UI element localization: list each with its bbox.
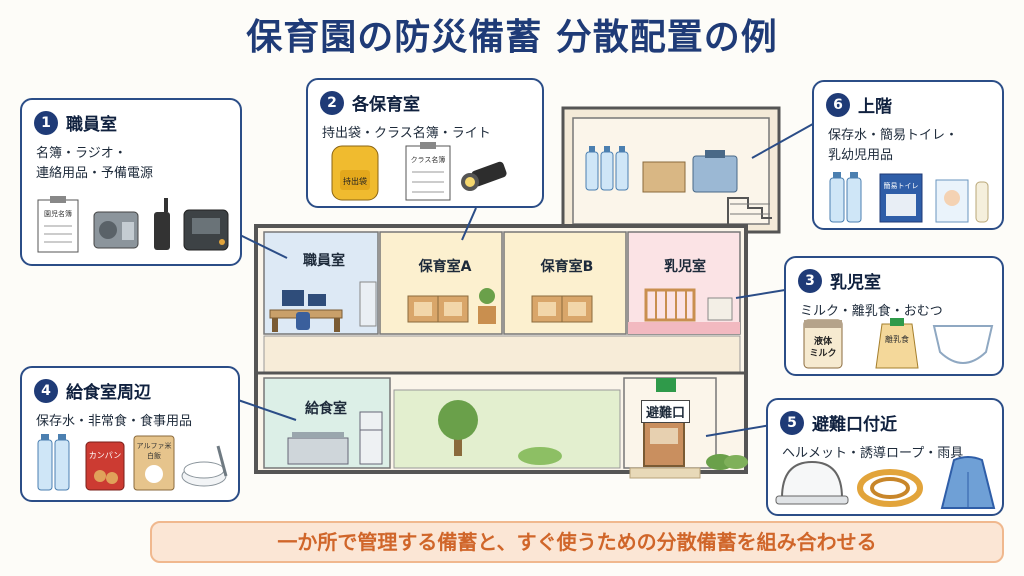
number-badge: 6 xyxy=(826,92,850,117)
tableware-icon xyxy=(181,445,228,487)
callout-items: ヘルメット・誘導ロープ・雨具 xyxy=(782,446,964,461)
room-label-infant: 乳児室 xyxy=(664,259,706,275)
exit-items-icons xyxy=(775,456,996,509)
staff-desk xyxy=(269,281,377,332)
radio-icon xyxy=(93,211,139,249)
callout-infant-room: 3 乳児室 ミルク・離乳食・おむつ 液体ミルク 離乳食 xyxy=(784,256,1004,376)
portable-toilet-icon xyxy=(879,173,923,223)
walkie-talkie-icon xyxy=(154,198,170,250)
milk-can-label: 液体ミルク xyxy=(809,335,836,359)
rice-pack-label: アルファ米白飯 xyxy=(137,441,172,460)
water-bottle-icon xyxy=(37,434,70,491)
baby-food-pouch-icon xyxy=(875,318,919,369)
kitchen-items-icons: カンパン アルファ米白飯 xyxy=(37,434,228,491)
hardtack-can-icon xyxy=(85,441,125,491)
callout-near-exit: 5 避難口付近 ヘルメット・誘導ロープ・雨具 xyxy=(766,398,1004,516)
diaper-icon xyxy=(932,325,994,364)
callout-title: 上階 xyxy=(858,97,892,117)
number-badge: 5 xyxy=(780,410,804,435)
callout-items: 名簿・ラジオ・ 連絡用品・予備電源 xyxy=(36,146,154,181)
exit-door xyxy=(629,378,748,479)
raincoat-icon xyxy=(940,456,996,509)
callout-items: 保存水・簡易トイレ・ 乳幼児用品 xyxy=(828,128,959,163)
room-label-exit: 避難口 xyxy=(641,400,691,423)
backpack-label: 持出袋 xyxy=(343,176,367,186)
helmet-icon xyxy=(775,460,849,505)
callout-staff-room: 1 職員室 名簿・ラジオ・ 連絡用品・予備電源 園児名簿 xyxy=(20,98,242,266)
page-title: 保育園の防災備蓄 分散配置の例 xyxy=(246,17,778,58)
water-bottle-icon xyxy=(829,172,862,223)
nursery-b-furniture xyxy=(531,295,593,323)
callout-title: 給食室周辺 xyxy=(66,383,151,403)
upper-floor xyxy=(561,106,781,234)
callout-head: 6 上階 xyxy=(826,92,892,117)
callout-nursery-rooms: 2 各保育室 持出袋・クラス名簿・ライト 持出袋 クラス名簿 xyxy=(306,78,544,208)
rope-icon xyxy=(857,469,923,507)
callout-head: 5 避難口付近 xyxy=(780,410,897,435)
baby-food-label: 離乳食 xyxy=(885,334,909,344)
room-label-staff: 職員室 xyxy=(303,253,345,269)
callout-title: 乳児室 xyxy=(830,273,881,293)
staff-items-icons: 園児名簿 xyxy=(37,196,229,253)
callout-items: 保存水・非常食・食事用品 xyxy=(36,414,193,429)
clipboard-label: 園児名簿 xyxy=(44,209,72,218)
callout-title: 各保育室 xyxy=(352,95,420,115)
water-bottles-upper xyxy=(585,146,629,191)
callout-head: 3 乳児室 xyxy=(798,268,881,293)
callout-upper-floor: 6 上階 保存水・簡易トイレ・ 乳幼児用品 簡易トイレ xyxy=(812,80,1004,230)
callout-title: 避難口付近 xyxy=(812,415,897,435)
number-badge: 3 xyxy=(798,268,822,293)
summary-banner: 一か所で管理する備蓄と、すぐ使うための分散備蓄を組み合わせる xyxy=(150,521,1004,563)
kitchen-equipment xyxy=(287,411,383,465)
portable-toilet-label: 簡易トイレ xyxy=(884,181,919,190)
infant-crib xyxy=(644,288,733,322)
backpack-icon xyxy=(331,145,379,201)
callout-kitchen-area: 4 給食室周辺 保存水・非常食・食事用品 カンパン アルファ米白飯 xyxy=(20,366,240,502)
callout-head: 4 給食室周辺 xyxy=(34,378,151,403)
callout-items: ミルク・離乳食・おむつ xyxy=(800,304,943,319)
callout-head: 1 職員室 xyxy=(34,110,117,135)
upper-floor-items-icons: 簡易トイレ xyxy=(829,172,989,223)
number-badge: 4 xyxy=(34,378,58,403)
clipboard-icon xyxy=(405,142,451,201)
nursery-a-furniture xyxy=(407,288,496,324)
number-badge: 1 xyxy=(34,110,58,135)
milk-can-icon xyxy=(803,319,843,369)
hardtack-label: カンパン xyxy=(89,451,121,460)
callout-head: 2 各保育室 xyxy=(320,90,420,115)
baby-supplies-icon xyxy=(935,179,989,223)
callout-title: 職員室 xyxy=(66,115,117,135)
room-label-nursery-b: 保育室B xyxy=(540,259,594,275)
clipboard-label: クラス名簿 xyxy=(411,155,446,164)
flashlight-icon xyxy=(461,161,507,191)
room-label-nursery-a: 保育室A xyxy=(418,259,472,275)
callout-items: 持出袋・クラス名簿・ライト xyxy=(322,126,491,141)
power-bank-icon xyxy=(183,209,229,251)
courtyard-tree xyxy=(438,400,562,465)
room-label-kitchen: 給食室 xyxy=(305,401,347,417)
clipboard-icon xyxy=(37,196,79,253)
number-badge: 2 xyxy=(320,90,344,115)
rice-pack-icon xyxy=(133,435,175,491)
nursery-items-icons: 持出袋 クラス名簿 xyxy=(331,142,507,201)
infant-items-icons: 液体ミルク 離乳食 xyxy=(803,318,994,369)
